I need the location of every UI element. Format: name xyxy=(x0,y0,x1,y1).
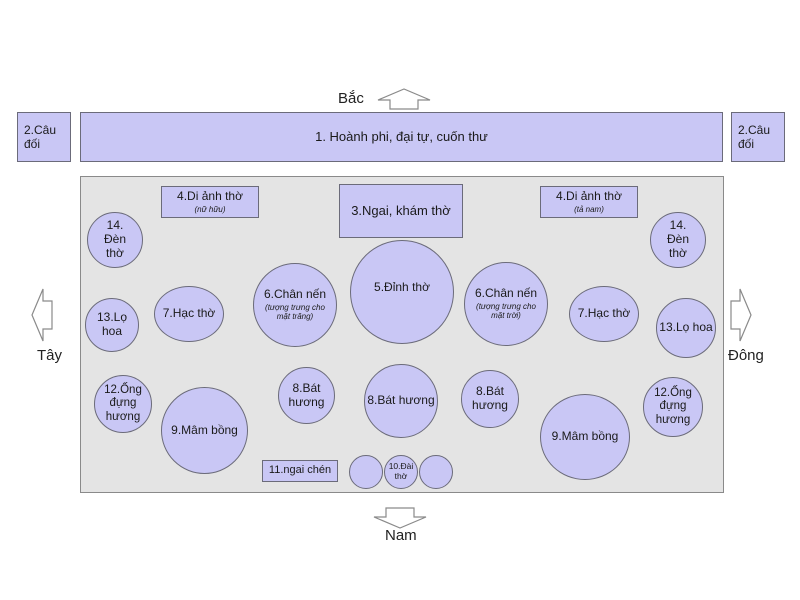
crane-left: 7.Hạc thờ xyxy=(154,286,224,342)
lamp-left: 14. Đèn thờ xyxy=(87,212,143,268)
vase-left-label: 13.Lọ hoa xyxy=(96,310,128,338)
couplet-left: 2.Câu đối xyxy=(17,112,71,162)
candle-right-label: 6.Chân nến xyxy=(474,286,538,301)
tray-right-label: 9.Mâm bồng xyxy=(551,429,619,444)
bowl-left-label: 8.Bát hương xyxy=(288,380,325,409)
north-arrow-icon xyxy=(377,88,431,110)
bowl-center: 8.Bát hương xyxy=(364,364,438,438)
west-label: Tây xyxy=(37,347,63,364)
cup-stand-label: 11.ngai chén xyxy=(268,464,332,477)
couplet-right-label: 2.Câu đối xyxy=(738,122,771,151)
candle-left: 6.Chân nến (tượng trưng cho mặt trăng) xyxy=(253,263,337,347)
offering-cups: 10.Đài thờ xyxy=(384,455,418,489)
palanquin-box: 3.Ngai, khám thờ xyxy=(339,184,463,238)
incense-tube-right-label: 12.Ống đựng hương xyxy=(654,387,692,426)
offering-cup-left xyxy=(349,455,383,489)
portrait-left-label: 4.Di ảnh thờ xyxy=(177,189,243,204)
candle-right: 6.Chân nến (tượng trưng cho mặt trời) xyxy=(464,262,548,346)
crane-left-label: 7.Hạc thờ xyxy=(162,306,216,321)
crane-right: 7.Hạc thờ xyxy=(569,286,639,342)
bowl-right-label: 8.Bát hương xyxy=(472,384,508,412)
incense-tube-left-label: 12.Ống đựng hương xyxy=(104,384,142,423)
vase-right-label: 13.Lọ hoa xyxy=(659,320,713,335)
candle-right-note: (tượng trưng cho mặt trời) xyxy=(476,302,536,320)
palanquin-label: 3.Ngai, khám thờ xyxy=(351,203,451,219)
crane-right-label: 7.Hạc thờ xyxy=(577,306,631,321)
candle-left-note: (tượng trưng cho mặt trăng) xyxy=(265,303,325,321)
offering-cup-right xyxy=(419,455,453,489)
vase-left: 13.Lọ hoa xyxy=(85,298,139,352)
bowl-center-label: 8.Bát hương xyxy=(367,393,435,408)
incense-tube-left: 12.Ống đựng hương xyxy=(94,375,152,433)
portrait-left: 4.Di ảnh thờ (nữ hữu) xyxy=(161,186,259,218)
couplet-left-label: 2.Câu đối xyxy=(24,122,57,151)
tray-right: 9.Mâm bồng xyxy=(540,394,630,480)
tray-left: 9.Mâm bồng xyxy=(161,387,248,474)
incense-tube-right: 12.Ống đựng hương xyxy=(643,377,703,437)
candle-left-label: 6.Chân nến xyxy=(263,287,327,302)
west-arrow-icon xyxy=(31,288,53,342)
tripod: 5.Đỉnh thờ xyxy=(350,240,454,344)
south-label: Nam xyxy=(385,527,417,544)
portrait-right-label: 4.Di ảnh thờ xyxy=(556,189,622,204)
offering-cups-label: 10.Đài thờ xyxy=(388,461,414,481)
couplet-right: 2.Câu đối xyxy=(731,112,785,162)
tray-left-label: 9.Mâm bồng xyxy=(171,422,238,437)
lamp-left-label: 14. Đèn thờ xyxy=(103,218,126,260)
south-arrow-icon xyxy=(373,507,427,529)
portrait-right-note: (tả nam) xyxy=(574,204,604,214)
bowl-right: 8.Bát hương xyxy=(461,370,519,428)
lamp-right-label: 14. Đèn thờ xyxy=(666,218,689,260)
horizontal-plaque: 1. Hoành phi, đại tự, cuốn thư xyxy=(80,112,723,162)
tripod-label: 5.Đỉnh thờ xyxy=(374,280,430,294)
portrait-right: 4.Di ảnh thờ (tả nam) xyxy=(540,186,638,218)
horizontal-plaque-label: 1. Hoành phi, đại tự, cuốn thư xyxy=(315,129,488,145)
cup-stand: 11.ngai chén xyxy=(262,460,338,482)
bowl-left: 8.Bát hương xyxy=(278,367,335,424)
vase-right: 13.Lọ hoa xyxy=(656,298,716,358)
east-arrow-icon xyxy=(730,288,752,342)
north-label: Bắc xyxy=(338,90,364,107)
lamp-right: 14. Đèn thờ xyxy=(650,212,706,268)
portrait-left-note: (nữ hữu) xyxy=(194,204,226,214)
east-label: Đông xyxy=(728,347,764,364)
